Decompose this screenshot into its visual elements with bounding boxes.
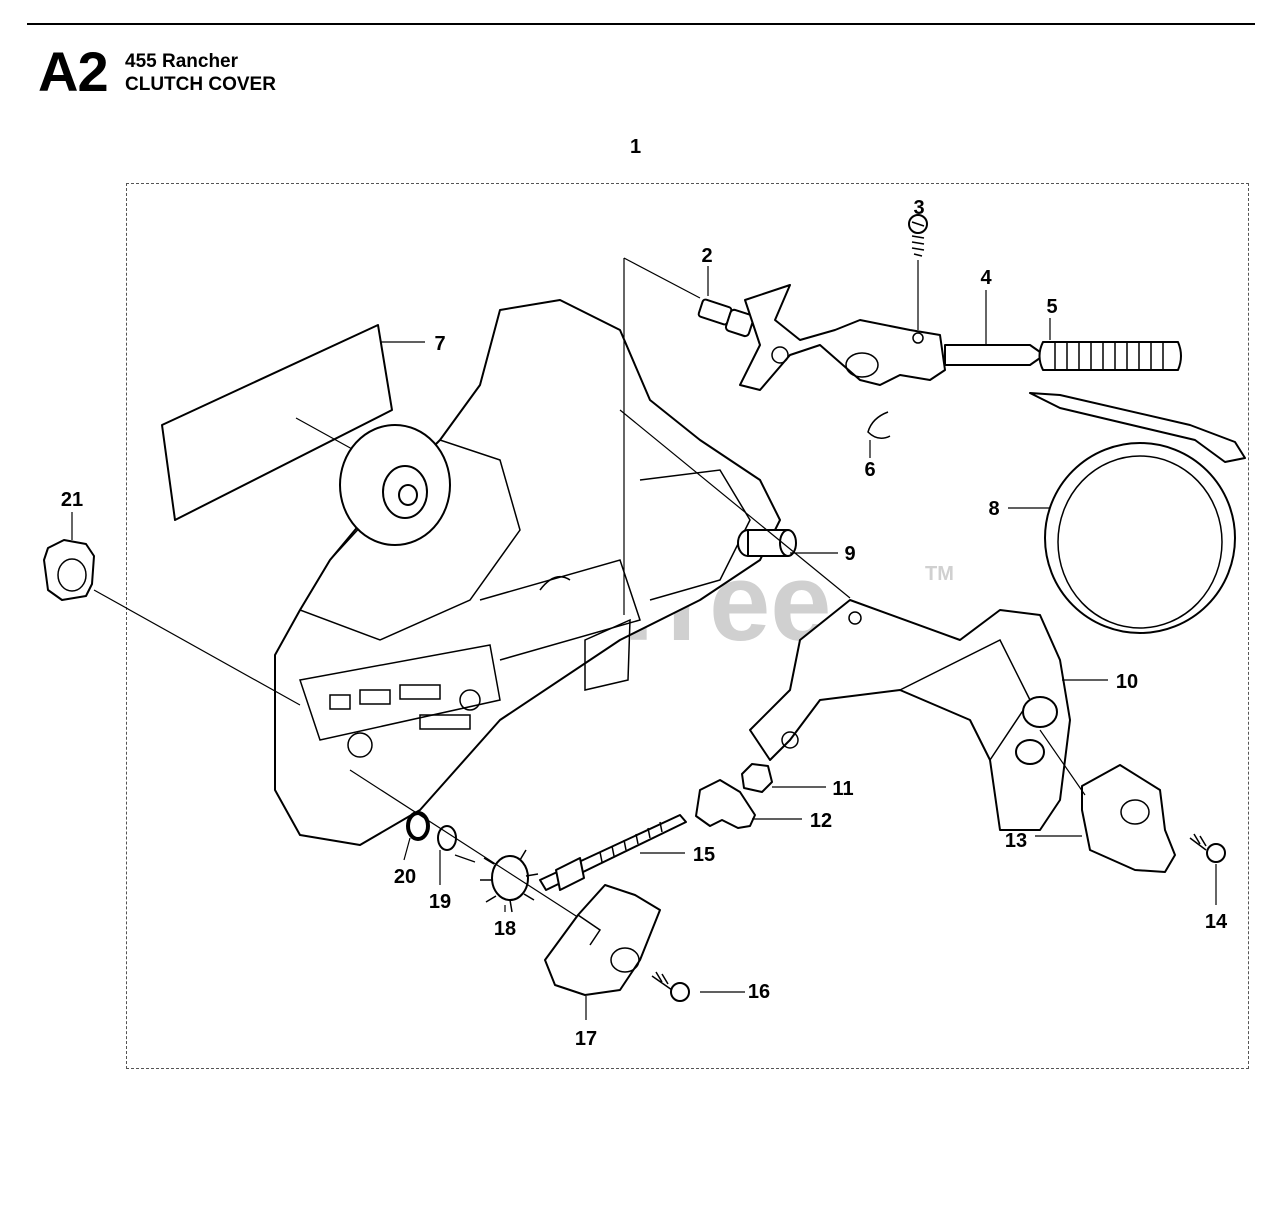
part-14-screw[interactable] (1189, 833, 1226, 905)
callout-12: 12 (810, 810, 832, 832)
part-15-adjuster-screw[interactable] (539, 814, 687, 891)
part-19-washer[interactable] (437, 825, 457, 851)
callout-21: 21 (61, 489, 83, 511)
part-13-end-block[interactable] (1035, 764, 1176, 873)
section-title: CLUTCH COVER (125, 74, 276, 95)
callout-11: 11 (832, 778, 853, 800)
part-17-cover-block[interactable] (544, 884, 661, 996)
part-2-pin[interactable] (697, 266, 755, 338)
part-12-adjuster-nut[interactable] (695, 779, 756, 829)
part-6-circlip[interactable] (867, 411, 891, 458)
callout-9: 9 (844, 543, 855, 565)
callout-6: 6 (864, 459, 875, 481)
watermark-trademark: TM (925, 563, 954, 585)
clutch-cover-body[interactable] (274, 299, 781, 846)
callout-2: 2 (701, 245, 712, 267)
callout-19: 19 (429, 891, 451, 913)
callout-8: 8 (988, 498, 999, 520)
callout-3: 3 (913, 197, 924, 219)
callout-20: 20 (394, 866, 416, 888)
callout-7: 7 (434, 333, 445, 355)
part-3-screw[interactable] (908, 214, 928, 330)
model-name: 455 Rancher (125, 51, 239, 72)
assembly-frame (126, 183, 1249, 1069)
part-8-brake-band[interactable] (1029, 392, 1246, 634)
callout-16: 16 (748, 981, 770, 1003)
part-21-nut[interactable] (43, 512, 301, 706)
callout-17: 17 (575, 1028, 597, 1050)
part-20-o-ring[interactable] (406, 811, 430, 841)
callout-5: 5 (1046, 296, 1057, 318)
part-4-rod[interactable] (944, 290, 1041, 366)
assembly-callout: 1 (630, 136, 642, 158)
part-11-cap[interactable] (741, 763, 773, 793)
part-16-screw[interactable] (651, 971, 745, 1002)
callout-15: 15 (693, 844, 715, 866)
callout-13: 13 (1005, 830, 1027, 852)
header-rule (27, 23, 1255, 25)
callout-4: 4 (980, 267, 992, 289)
brake-lever[interactable] (739, 284, 946, 391)
callout-14: 14 (1205, 911, 1228, 933)
part-18-sprocket[interactable] (454, 849, 539, 913)
part-10-chain-guard[interactable] (749, 599, 1071, 831)
leader-20 (403, 837, 411, 861)
part-5-spring[interactable] (1038, 318, 1182, 371)
callout-18: 18 (494, 918, 516, 940)
section-code: A2 (38, 40, 109, 103)
part-9-bushing[interactable] (737, 529, 797, 557)
callout-10: 10 (1116, 671, 1138, 693)
